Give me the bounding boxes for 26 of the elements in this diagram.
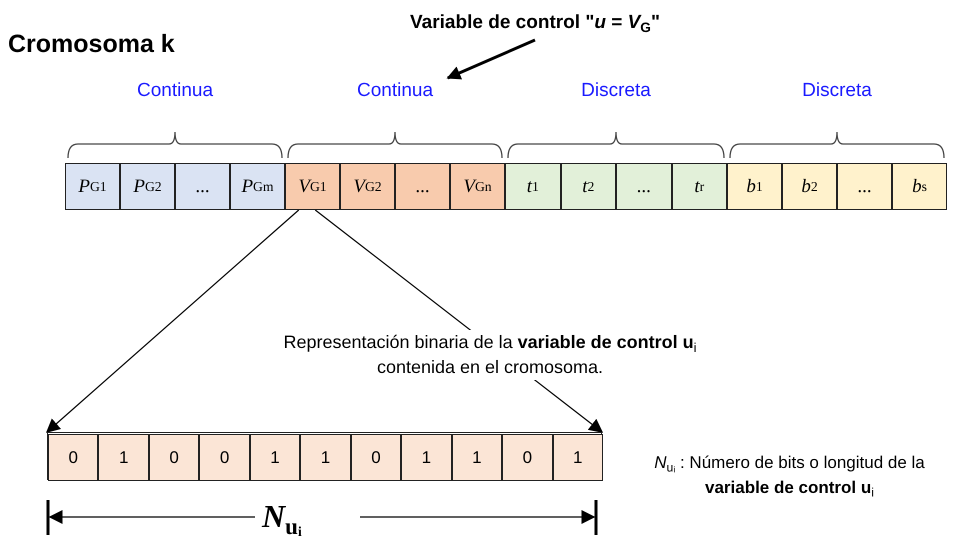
bit-cell: 0 [502,434,553,481]
bit-cell: 1 [552,434,603,481]
gene-cell: ... [175,163,230,210]
segment-label: Continua [136,79,214,103]
segment-label: Discreta [801,79,873,103]
bit-cell: 0 [48,434,98,481]
bit-cell: 0 [350,434,402,481]
bit-cell: 1 [401,434,452,481]
gene-cell: ... [616,163,672,210]
gene-cell: ... [837,163,892,210]
bit-cell: 1 [250,434,300,481]
diagram-title: Cromosoma k [8,30,175,59]
bit-cell: 1 [300,434,351,481]
arrow [446,38,536,80]
note-text: N$_{uᵢ}$ : Número de bits o longitud de la variable de control u$_{i}$ [653,452,926,500]
dimension-label: N$_{uᵢ}$ [262,497,302,535]
bit-row [47,432,602,480]
arrow [46,210,300,433]
bit-cell: 1 [452,434,502,481]
bit-cell: 0 [199,434,250,481]
bit-cell: 0 [148,434,200,481]
gene-cell: ... [395,163,450,210]
segment-label: Discreta [580,79,652,103]
callout-text: Variable de control "u = V$_{G}$" [360,6,710,40]
bit-cell: 1 [98,434,149,481]
segment-label: Continua [356,79,434,103]
